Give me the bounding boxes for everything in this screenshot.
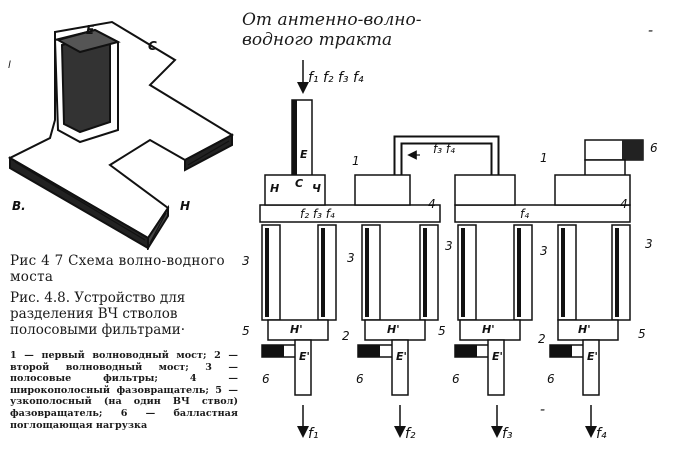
- port-ep-1: E': [299, 350, 310, 363]
- callout-3e: 3: [645, 237, 653, 251]
- inner-freqs-2: f₄: [520, 207, 529, 221]
- callout-6a: 6: [262, 372, 270, 386]
- callout-6b: 6: [356, 372, 364, 386]
- callout-3b: 3: [347, 251, 355, 265]
- port-ep-3: E': [492, 350, 503, 363]
- port-ep-2: E': [396, 350, 407, 363]
- port-h-top: H: [270, 182, 279, 195]
- callout-4a: 4: [428, 197, 436, 211]
- load-label: 6: [650, 141, 658, 155]
- fig47-caption: Рис 4 7 Схема волно-водного моста: [10, 253, 225, 285]
- output-f1: f₁: [308, 426, 319, 442]
- callout-3d: 3: [540, 244, 548, 258]
- port-e-label: E: [86, 23, 95, 37]
- port-c-label: C: [148, 39, 157, 53]
- output-f2: f₂: [405, 426, 416, 442]
- port-hp-3: H': [482, 323, 495, 336]
- source-title-line1: От антенно-волно-: [242, 10, 422, 30]
- output-f4: f₄: [596, 426, 607, 442]
- callout-6d: 6: [547, 372, 555, 386]
- callout-5b: 5: [438, 324, 446, 338]
- source-title: От антенно-волно- водного тракта: [242, 10, 421, 50]
- input-freqs: f₁ f₂ f₃ f₄: [308, 70, 364, 86]
- callout-2a: 2: [342, 329, 350, 343]
- port-e-top: E: [300, 148, 308, 161]
- callout-3c: 3: [445, 239, 453, 253]
- dash-mark-2: -: [540, 402, 545, 418]
- fig48-legend: 1 — первый волноводный мост; 2 — второй …: [10, 350, 238, 431]
- port-hp-4: H': [578, 323, 591, 336]
- stray-mark: l: [8, 60, 11, 71]
- port-b-label: B.: [12, 199, 26, 213]
- port-ch-top: Ч: [312, 182, 321, 195]
- callout-2b: 2: [538, 332, 546, 346]
- fig48-caption: Рис. 4.8. Устройство для разделения ВЧ с…: [10, 290, 186, 338]
- callout-1a: 1: [352, 154, 360, 168]
- callout-5c: 5: [638, 327, 646, 341]
- port-c-top: C: [295, 177, 303, 190]
- callout-3a: 3: [242, 254, 250, 268]
- callout-5a: 5: [242, 324, 250, 338]
- port-hp-2: H': [387, 323, 400, 336]
- port-h-label: H: [180, 199, 190, 213]
- dash-mark-1: -: [648, 23, 653, 39]
- callout-4b: 4: [620, 197, 628, 211]
- output-f3: f₃: [502, 426, 513, 442]
- port-hp-1: H': [290, 323, 303, 336]
- top-bridge-freqs: f₃ f₄: [433, 142, 455, 156]
- inner-freqs-1: f₂ f₃ f₄: [300, 207, 335, 221]
- port-ep-4: E': [587, 350, 598, 363]
- waveguide-bridge-figure: E C B. H l: [7, 20, 235, 250]
- source-title-line2: водного тракта: [242, 30, 393, 50]
- callout-1b: 1: [540, 151, 548, 165]
- bottom-labels: H' H' H' H' E' E' E' E': [290, 323, 598, 363]
- callout-6c: 6: [452, 372, 460, 386]
